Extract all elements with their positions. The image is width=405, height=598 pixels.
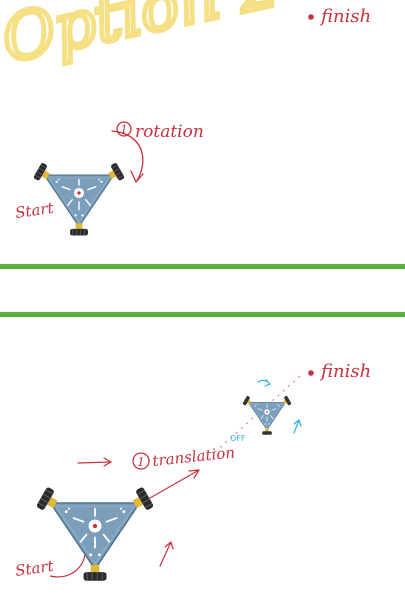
start-curve xyxy=(49,554,86,578)
rotation-arrow xyxy=(111,130,144,183)
translation-arrow-left xyxy=(77,457,112,467)
start-label-top: Start xyxy=(14,199,56,222)
finish-marker-bottom xyxy=(308,370,314,376)
watermark-text: Option 2 xyxy=(0,0,288,80)
finish-label-top: finish xyxy=(319,6,371,27)
translation-arrow-main xyxy=(149,469,200,499)
robot-bottom-large xyxy=(34,485,156,582)
cyan-rotate-mark xyxy=(257,379,272,387)
cyan-arrow xyxy=(293,419,302,434)
divider-top xyxy=(0,264,405,269)
translation-step-badge: 1 xyxy=(132,452,150,470)
finish-label-bottom: finish xyxy=(319,361,371,382)
svg-text:Option 2: Option 2 xyxy=(0,0,286,78)
start-label-bottom: Start xyxy=(14,557,56,580)
translation-label: translation xyxy=(152,443,236,470)
divider-bottom xyxy=(0,312,405,317)
translation-arrow-right xyxy=(159,541,174,567)
rotation-label: rotation xyxy=(135,122,204,142)
robot-bottom-small xyxy=(241,395,293,436)
rotation-step-badge: 1 xyxy=(116,121,132,137)
svg-text:1: 1 xyxy=(137,455,145,469)
svg-text:1: 1 xyxy=(121,123,128,136)
off-label: OFF xyxy=(230,434,246,443)
finish-marker-top xyxy=(308,14,314,20)
